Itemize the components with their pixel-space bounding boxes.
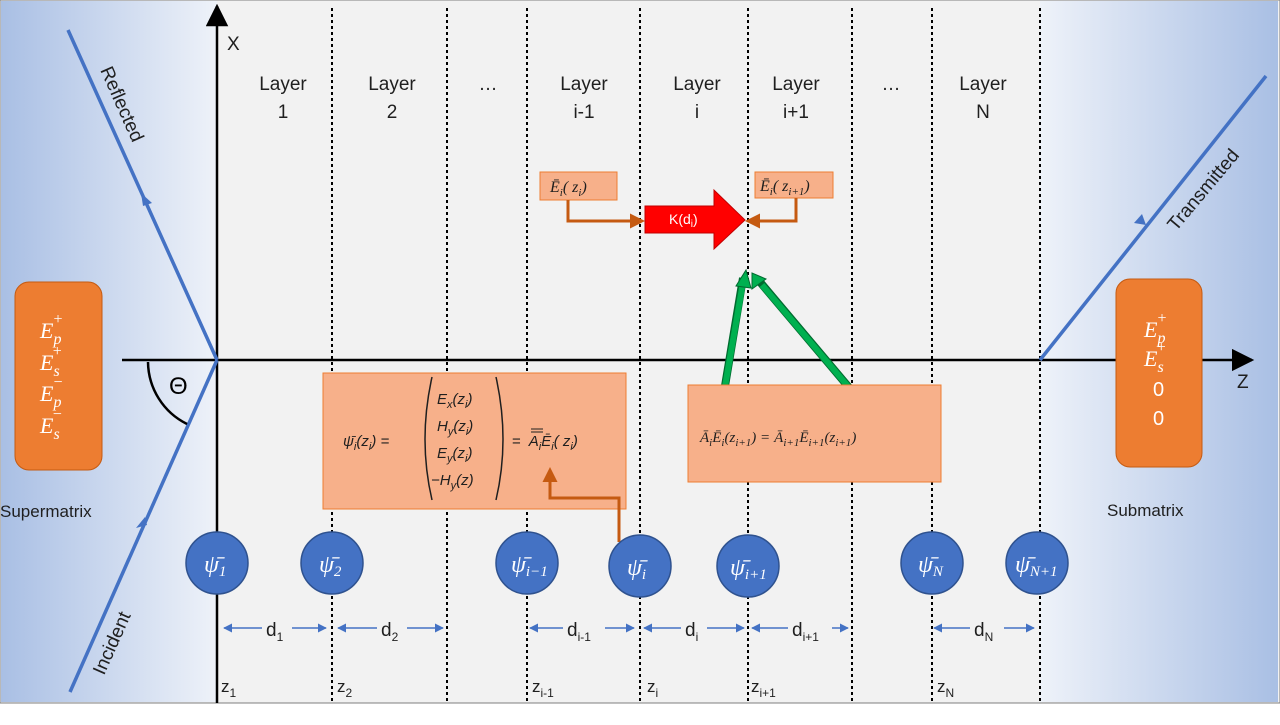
- green-arrow-left-head: [735, 268, 752, 289]
- layer-1-label-bottom: 1: [278, 102, 289, 123]
- state-equation-lhs: ψ̄i(zi) =: [343, 433, 389, 453]
- boundary-label-zi-1: zi-1: [532, 677, 554, 700]
- connector-right-to-propagator: [745, 198, 798, 229]
- state-vector-right-paren: [495, 376, 504, 501]
- psi-node-1-circle: [185, 531, 249, 595]
- layer-i-1-label-bottom: i-1: [573, 102, 594, 123]
- thickness-label-d2: d2: [381, 620, 399, 644]
- continuity-equation-box: [687, 384, 942, 483]
- layer-i-1-label-top: Layer: [560, 74, 608, 95]
- angle-arc: [146, 361, 188, 426]
- psi-node-i+1: ψ̄i+1: [716, 534, 780, 598]
- layer-dividers: [331, 8, 1041, 703]
- thickness-label-d2-bg: [377, 612, 407, 642]
- boundary-label-zN: zN: [937, 677, 954, 700]
- supermatrix-label: Supermatrix: [0, 502, 92, 521]
- layer-i-label-top: Layer: [673, 74, 721, 95]
- psi-node-2: ψ̄2: [300, 531, 364, 595]
- submatrix-box-rect: [1115, 278, 1203, 468]
- thickness-label-di-bg: [681, 612, 707, 642]
- connector-left-to-propagator: [566, 200, 645, 229]
- state-equation-box: [322, 372, 627, 510]
- thickness-label-di-1: di-1: [567, 620, 591, 644]
- psi-node-N+1: ψ̄N+1: [1005, 531, 1069, 595]
- reflected-ray-arrow: [141, 193, 152, 206]
- state-vector-row-1: Ex(zi): [437, 391, 472, 411]
- psi-node-i-1: ψ̄i−1: [495, 531, 559, 595]
- field-label-right-box: [754, 171, 834, 199]
- layer-N-label-top: Layer: [959, 74, 1007, 95]
- state-equation: ψ̄i(zi) = Ex(zi) Hy(zi) Ey(zi) −Hy(z) =A…: [343, 376, 578, 501]
- boundary-label-zi+1: zi+1: [751, 677, 776, 700]
- angle-label: Θ: [169, 373, 188, 400]
- layer-i+1-label-bottom: i+1: [783, 102, 809, 123]
- supermatrix-vector-box: Ep+ Es+ Ep− Es−: [14, 281, 103, 471]
- thickness-label-dN: dN: [974, 620, 993, 644]
- state-vector-row-3: Ey(zi): [437, 445, 472, 465]
- thickness-label-di-1-bg: [563, 612, 605, 642]
- state-vector-row-2: Hy(zi): [437, 418, 473, 438]
- layer-ellipsis-left: …: [479, 74, 498, 95]
- x-axis-label: X: [227, 34, 240, 55]
- supermatrix-entry-3: Ep−: [39, 374, 62, 411]
- field-label-right: Ēi( zi+1): [759, 178, 810, 198]
- propagation-arrow: [644, 188, 746, 251]
- layer-labels: Layer 1 Layer 2 … Layer i-1 Layer i Laye…: [259, 74, 1007, 123]
- psi-node-i-circle: [608, 534, 672, 598]
- psi-node-N+1-circle: [1005, 531, 1069, 595]
- thickness-label-d1-bg: [262, 612, 292, 642]
- thickness-label-di+1-bg: [788, 612, 832, 642]
- submatrix-entry-2: Es+: [1143, 339, 1166, 376]
- layer-2-label-top: Layer: [368, 74, 416, 95]
- psi-node-N: ψ̄N: [900, 531, 964, 595]
- boundary-label-z2: z2: [337, 677, 353, 700]
- state-vector-left-paren: [424, 376, 433, 501]
- layer-N-label-bottom: N: [976, 102, 990, 123]
- continuity-equation: ĀiĒi(zi+1) =Āi+1Ēi+1(zi+1): [699, 430, 856, 449]
- incident-ray-arrow: [136, 517, 147, 528]
- z-axis-label: Z: [1237, 372, 1249, 393]
- thickness-label-di+1: di+1: [792, 620, 819, 644]
- layer-1-label-top: Layer: [259, 74, 307, 95]
- submatrix-entry-1: Ep+: [1143, 310, 1166, 347]
- green-arrow-right-head: [751, 272, 768, 290]
- supermatrix-entry-2: Es+: [39, 343, 62, 380]
- boundary-label-z1: z1: [221, 677, 237, 700]
- submatrix-entry-3: 0: [1153, 379, 1164, 401]
- thickness-label-di: di: [685, 620, 698, 644]
- field-label-left: Ēi( zi): [549, 179, 587, 199]
- incident-ray: [68, 359, 219, 693]
- transmitted-ray-arrow: [1134, 214, 1146, 225]
- boundary-labels: z1 z2 zi-1 zi zi+1 zN: [221, 677, 954, 700]
- supermatrix-box-rect: [14, 281, 103, 471]
- psi-node-i+1-circle: [716, 534, 780, 598]
- thickness-label-dN-bg: [970, 612, 1004, 642]
- thickness-labels: d1 d2 di-1 di di+1 dN: [262, 612, 1004, 644]
- psi-nodes: ψ̄1 ψ̄2 ψ̄i−1 ψ̄i ψ̄i+1 ψ̄N ψ̄N+1: [185, 531, 1069, 598]
- layer-2-label-bottom: 2: [387, 102, 398, 123]
- boundary-label-zi: zi: [647, 677, 658, 700]
- layer-ellipsis-right: …: [882, 74, 901, 95]
- psi-node-N-circle: [900, 531, 964, 595]
- propagation-label: K(di): [669, 211, 698, 230]
- psi-node-2-circle: [300, 531, 364, 595]
- transmitted-ray: [1038, 74, 1268, 362]
- psi-node-i-1-circle: [495, 531, 559, 595]
- state-equation-rhs: =AiĒi( zi): [512, 433, 578, 453]
- psi-node-1: ψ̄1: [185, 531, 249, 595]
- layer-i-label-bottom: i: [695, 102, 699, 123]
- thickness-label-d1: d1: [266, 620, 284, 644]
- state-vector-row-4: −Hy(z): [431, 472, 474, 492]
- field-label-left-box: [539, 171, 618, 201]
- psi-node-i: ψ̄i: [608, 534, 672, 598]
- connector-psi-i-to-equation: [542, 467, 621, 542]
- supermatrix-entry-1: Ep+: [39, 311, 62, 348]
- submatrix-label: Submatrix: [1107, 501, 1184, 520]
- submatrix-entry-4: 0: [1153, 408, 1164, 430]
- submatrix-vector-box: Ep+ Es+ 0 0: [1115, 278, 1203, 468]
- layer-i+1-label-top: Layer: [772, 74, 820, 95]
- supermatrix-entry-4: Es−: [39, 406, 62, 443]
